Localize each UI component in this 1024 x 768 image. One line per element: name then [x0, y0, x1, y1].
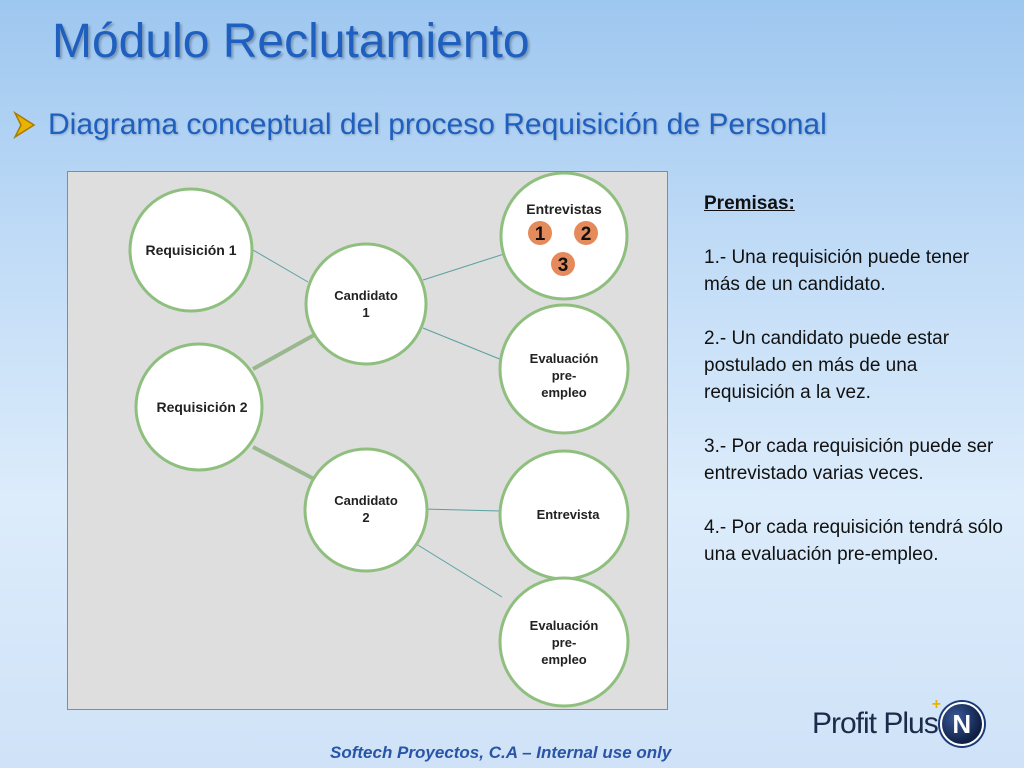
node-evaluacion-1 [498, 303, 630, 435]
node-requisicion-1 [128, 187, 254, 313]
premise-4: 4.- Por cada requisición tendrá sólo una… [704, 517, 1003, 565]
badge-1: 1 [535, 224, 546, 245]
premise-2: 2.- Un candidato puede estar postulado e… [704, 328, 950, 403]
label-evaluacion-2-line3: empleo [541, 652, 587, 667]
logo-badge-icon: + N [932, 696, 984, 746]
label-evaluacion-1-line2: pre- [552, 368, 577, 383]
connector-req1-cand1 [252, 249, 309, 283]
arrow-bullet-icon [13, 110, 36, 140]
label-requisicion-2: Requisición 2 [156, 399, 247, 415]
badge-2: 2 [581, 224, 592, 245]
node-entrevistas [499, 172, 629, 301]
connector-cand1-entrevistas [422, 253, 505, 281]
connector-req2-cand2 [252, 445, 317, 482]
slide-title: Módulo Reclutamiento [52, 15, 530, 68]
slide-subtitle: Diagrama conceptual del proceso Requisic… [48, 108, 827, 141]
badge-3-bg [551, 252, 575, 276]
premise-3: 3.- Por cada requisición puede ser entre… [704, 436, 994, 484]
connector-cand2-eval2 [412, 541, 503, 598]
diagram-panel: Requisición 1 Requisición 2 Candidato 1 … [67, 171, 668, 710]
subtitle-row: Diagrama conceptual del proceso Requisic… [12, 108, 827, 142]
logo-plus-icon: + [931, 696, 942, 713]
badge-2-bg [574, 221, 598, 245]
logo-badge-letter: N [952, 708, 972, 739]
label-evaluacion-1-line3: empleo [541, 385, 587, 400]
label-candidato-2-line1: Candidato [334, 493, 398, 508]
label-evaluacion-2-line2: pre- [552, 635, 577, 650]
diagram-svg: Requisición 1 Requisición 2 Candidato 1 … [128, 172, 630, 708]
label-evaluacion-1-line1: Evaluación [530, 351, 599, 366]
premises-panel: Premisas: 1.- Una requisición puede tene… [704, 190, 1004, 595]
label-requisicion-1: Requisición 1 [145, 242, 236, 258]
node-evaluacion-2 [498, 576, 630, 708]
badge-1-bg [528, 221, 552, 245]
node-requisicion-2 [134, 342, 264, 472]
node-candidato-1 [304, 242, 428, 366]
logo-text: Profit Plus [812, 707, 939, 740]
connector-cand2-entrevista [422, 508, 501, 512]
label-evaluacion-2-line1: Evaluación [530, 618, 599, 633]
label-entrevista: Entrevista [537, 507, 601, 522]
label-candidato-2-line2: 2 [362, 510, 369, 525]
profit-plus-logo: Profit Plus + N [812, 696, 984, 746]
connector-cand1-eval1 [422, 327, 503, 361]
premises-title: Premisas: [704, 193, 795, 214]
label-candidato-1-line2: 1 [362, 305, 369, 320]
badge-3: 3 [558, 255, 569, 276]
label-candidato-1-line1: Candidato [334, 288, 398, 303]
node-candidato-2 [303, 447, 429, 573]
footer-text: Softech Proyectos, C.A – Internal use on… [330, 743, 672, 762]
premise-1: 1.- Una requisición puede tener más de u… [704, 247, 970, 295]
connector-req2-cand1 [252, 332, 317, 371]
label-entrevistas: Entrevistas [526, 201, 602, 217]
